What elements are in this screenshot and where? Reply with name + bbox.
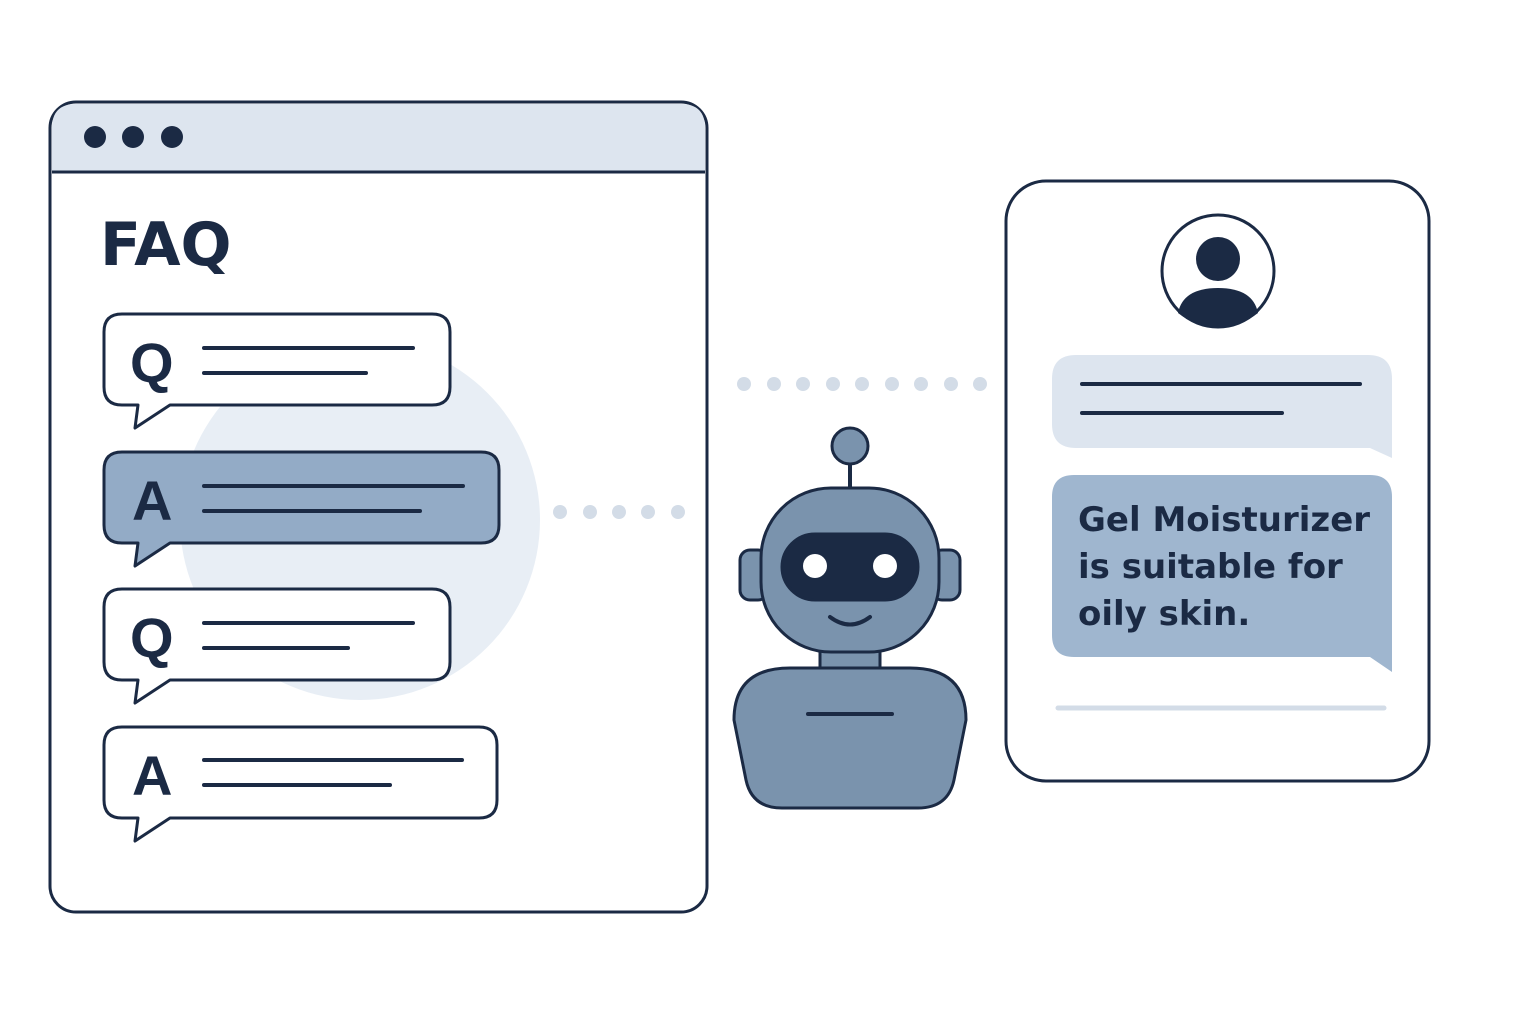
faq-bubble-letter: A	[132, 469, 172, 532]
robot-eye-right	[873, 554, 897, 578]
window-dot-icon[interactable]	[84, 126, 106, 148]
robot-icon	[732, 426, 968, 810]
robot-body	[732, 666, 968, 810]
chat-reply-line: oily skin.	[1078, 594, 1250, 634]
faq-window: FAQ Q A Q A	[48, 100, 709, 914]
faq-answer-bubble[interactable]: A	[102, 725, 499, 843]
chat-panel: Gel Moisturizer is suitable for oily ski…	[1004, 179, 1431, 783]
faq-question-bubble[interactable]: Q	[102, 587, 452, 705]
window-dot-icon[interactable]	[161, 126, 183, 148]
connector-dots-robot-to-chat	[737, 377, 987, 391]
chat-reply-text: Gel Moisturizer is suitable for oily ski…	[1078, 500, 1382, 634]
robot-smile	[828, 615, 872, 627]
chat-message-reply: Gel Moisturizer is suitable for oily ski…	[1052, 475, 1392, 672]
connector-dots-faq-to-robot	[553, 505, 685, 519]
robot-visor	[780, 532, 920, 602]
faq-answer-bubble-highlighted[interactable]: A	[102, 450, 501, 568]
faq-question-bubble[interactable]: Q	[102, 312, 452, 430]
faq-title: FAQ	[100, 210, 232, 280]
faq-bubble-letter: Q	[130, 606, 174, 669]
faq-bubble-letter: Q	[130, 331, 174, 394]
user-avatar-icon[interactable]	[1160, 213, 1276, 329]
chat-message-incoming	[1052, 355, 1392, 458]
robot-eye-left	[803, 554, 827, 578]
chat-reply-line: is suitable for	[1078, 547, 1343, 587]
faq-bubble-letter: A	[132, 744, 172, 807]
chat-reply-line: Gel Moisturizer	[1078, 500, 1370, 540]
robot-antenna	[830, 426, 870, 466]
window-title-bar	[52, 104, 705, 172]
window-dot-icon[interactable]	[122, 126, 144, 148]
